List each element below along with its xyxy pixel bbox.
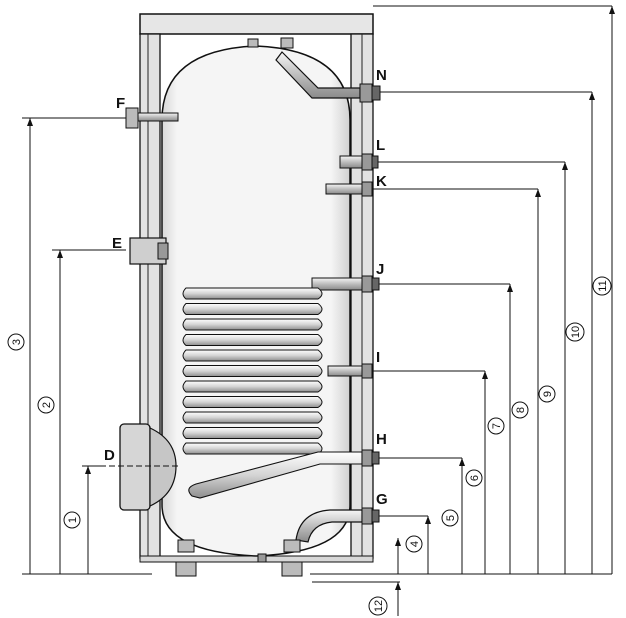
label-l: L bbox=[376, 137, 385, 154]
dim-10: 10 bbox=[570, 326, 582, 338]
arrowhead bbox=[27, 118, 33, 126]
fitting-f bbox=[125, 107, 179, 129]
arrowhead bbox=[85, 466, 91, 474]
arrowhead bbox=[395, 582, 401, 590]
label-n: N bbox=[376, 67, 387, 84]
arrowhead bbox=[609, 6, 615, 14]
coil-turn bbox=[182, 380, 323, 393]
coil-turn bbox=[182, 427, 323, 439]
label-g: G bbox=[376, 491, 388, 508]
dim-4: 4 bbox=[409, 541, 421, 547]
arrowhead bbox=[395, 538, 401, 546]
label-h: H bbox=[376, 431, 387, 448]
label-j: J bbox=[376, 261, 384, 278]
coil-turn bbox=[182, 349, 323, 362]
pipe-l bbox=[339, 153, 379, 171]
dim-1: 1 bbox=[67, 517, 79, 523]
dim-2: 2 bbox=[41, 402, 53, 408]
arrowhead bbox=[482, 371, 488, 379]
arrowhead bbox=[425, 516, 431, 524]
label-i: I bbox=[376, 349, 380, 366]
dim-11: 11 bbox=[597, 280, 609, 291]
reference-lines bbox=[22, 5, 612, 583]
pipe-g bbox=[295, 507, 380, 543]
label-k: K bbox=[376, 173, 387, 190]
label-e: E bbox=[112, 235, 122, 252]
coil-turn bbox=[182, 442, 323, 455]
connection-labels: N L K J I H G F E D bbox=[104, 67, 388, 508]
coil-turn bbox=[182, 411, 323, 424]
arrowhead bbox=[589, 92, 595, 100]
coil-turn bbox=[182, 318, 323, 331]
dim-7: 7 bbox=[491, 423, 503, 429]
coil-turn bbox=[182, 365, 323, 377]
label-f: F bbox=[116, 95, 125, 112]
flange-d bbox=[100, 423, 180, 511]
coil-turn bbox=[182, 287, 323, 300]
dim-8: 8 bbox=[515, 407, 527, 413]
coil-turn bbox=[182, 334, 323, 346]
coil-turn bbox=[182, 303, 323, 315]
pipe-k bbox=[325, 181, 373, 197]
arrowhead bbox=[459, 458, 465, 466]
arrowhead bbox=[535, 189, 541, 197]
dimension-labels: 1 2 3 4 5 6 7 8 9 10 11 12 bbox=[7, 276, 612, 616]
dimension-arrows bbox=[27, 6, 615, 616]
coil-turn bbox=[182, 396, 323, 408]
arrowhead bbox=[57, 250, 63, 258]
pipe-n bbox=[275, 51, 381, 103]
fitting-e bbox=[129, 237, 169, 265]
dim-3: 3 bbox=[11, 339, 23, 345]
dim-9: 9 bbox=[542, 391, 554, 397]
arrowhead bbox=[507, 284, 513, 292]
label-d: D bbox=[104, 447, 115, 464]
feet bbox=[175, 539, 303, 577]
dim-6: 6 bbox=[469, 475, 481, 481]
dim-12: 12 bbox=[373, 600, 385, 612]
heating-coil bbox=[182, 275, 380, 499]
dim-5: 5 bbox=[445, 515, 457, 521]
arrowhead bbox=[562, 162, 568, 170]
sensor-i bbox=[327, 363, 373, 379]
